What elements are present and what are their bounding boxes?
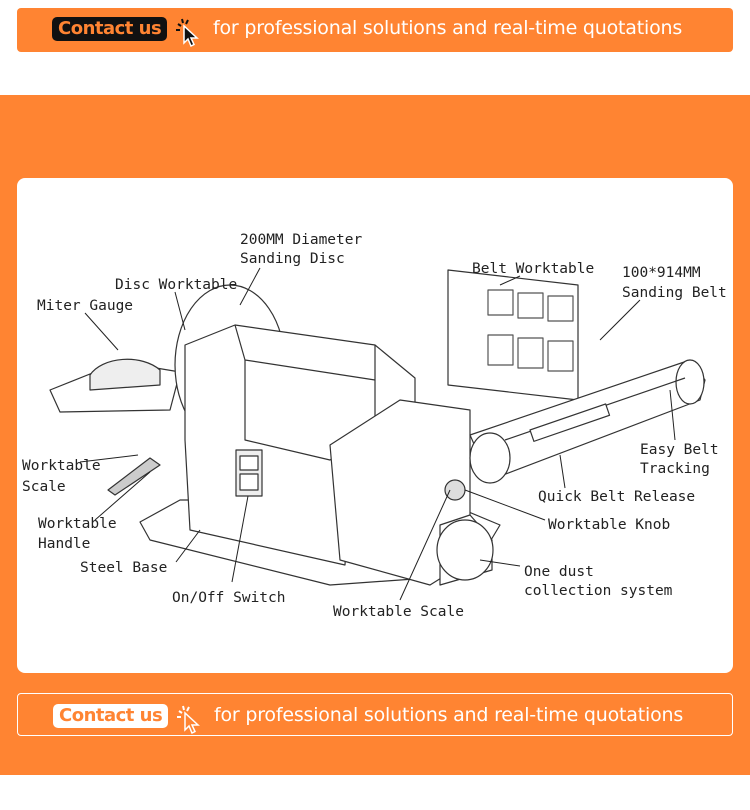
- miter-gauge: [89, 358, 161, 391]
- label-worktable-scale-left: Worktable: [22, 458, 101, 474]
- label-handle: Handle: [38, 536, 90, 552]
- label-belt-size: 100*914MM: [622, 265, 701, 281]
- label-worktable-scale-bottom: Worktable Scale: [333, 604, 464, 620]
- contact-banner-top[interactable]: Contact us for professional solutions an…: [17, 8, 733, 52]
- worktable-handle: [107, 457, 161, 496]
- label-steel-base: Steel Base: [80, 560, 167, 576]
- label-on-off-switch: On/Off Switch: [172, 590, 286, 606]
- contact-banner-bottom[interactable]: Contact us for professional solutions an…: [17, 693, 733, 736]
- label-worktable-knob: Worktable Knob: [548, 517, 670, 533]
- label-scale-left: Scale: [22, 479, 66, 495]
- label-easy-belt: Easy Belt: [640, 442, 719, 458]
- quick-belt-release: [529, 403, 611, 442]
- label-sanding-disc: Sanding Disc: [240, 251, 345, 267]
- label-belt-worktable: Belt Worktable: [472, 261, 594, 277]
- contact-us-button[interactable]: Contact us: [53, 704, 169, 728]
- label-one-dust: One dust: [524, 564, 594, 580]
- contact-us-button[interactable]: Contact us: [52, 17, 168, 41]
- label-disc-worktable: Disc Worktable: [115, 277, 237, 293]
- worktable-knob: [444, 479, 466, 501]
- label-disc-diameter: 200MM Diameter: [240, 232, 362, 248]
- cursor-click-icon: [176, 18, 199, 48]
- cursor-click-icon: [177, 705, 200, 735]
- label-tracking: Tracking: [640, 461, 710, 477]
- label-worktable-handle: Worktable: [38, 516, 117, 532]
- label-sanding-belt: Sanding Belt: [622, 285, 727, 301]
- banner-tagline: for professional solutions and real-time…: [214, 704, 684, 726]
- diagram-labels: 200MM Diameter Sanding Disc Disc Worktab…: [22, 232, 727, 620]
- banner-tagline: for professional solutions and real-time…: [213, 17, 683, 39]
- label-collection-system: collection system: [524, 583, 673, 599]
- label-miter-gauge: Miter Gauge: [37, 298, 133, 314]
- label-quick-belt-release: Quick Belt Release: [538, 489, 695, 505]
